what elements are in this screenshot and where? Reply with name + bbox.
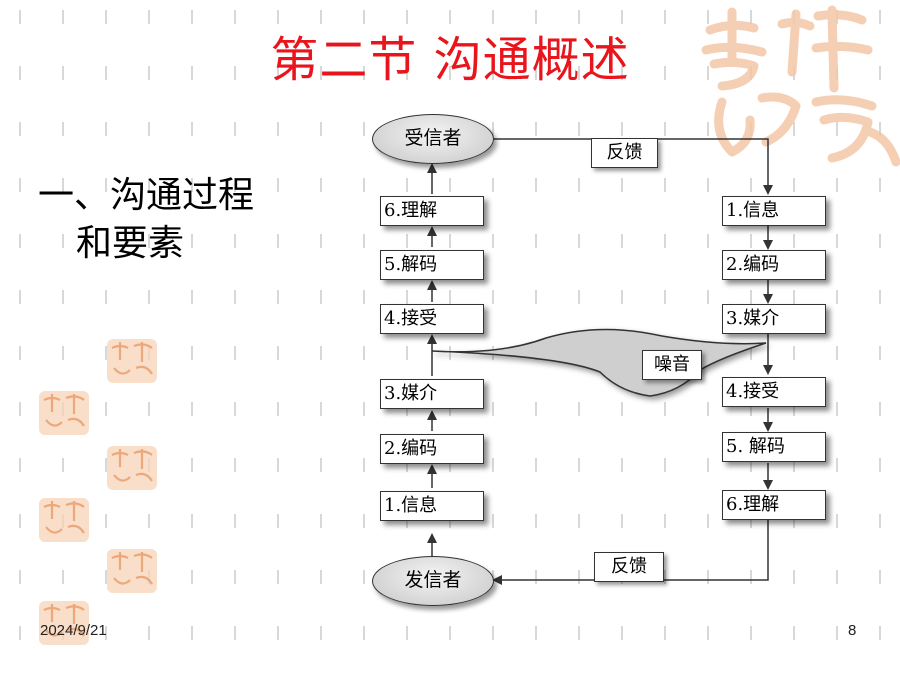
feedback-label-top: 反馈 xyxy=(591,138,658,168)
right-step-message: 1.信息 xyxy=(722,196,826,226)
left-step-receive: 4.接受 xyxy=(380,304,484,334)
auspicious-seal-small xyxy=(39,601,89,645)
right-step-medium: 3.媒介 xyxy=(722,304,826,334)
auspicious-seal-small xyxy=(39,498,89,542)
right-step-understand: 6.理解 xyxy=(722,490,826,520)
slide-date: 2024/9/21 xyxy=(40,622,107,639)
left-step-encode: 2.编码 xyxy=(380,434,484,464)
page-number: 8 xyxy=(848,622,857,639)
auspicious-seal-small xyxy=(107,446,157,490)
section-heading-line1: 一、沟通过程 xyxy=(38,175,255,216)
right-step-receive: 4.接受 xyxy=(722,377,826,407)
auspicious-seal-small xyxy=(39,391,89,435)
auspicious-seal-large xyxy=(701,5,900,167)
right-step-decode: 5. 解码 xyxy=(722,432,826,462)
section-heading-line2: 和要素 xyxy=(76,223,185,264)
sender-node: 发信者 xyxy=(372,556,494,606)
slide-title: 第二节 沟通概述 xyxy=(270,32,630,88)
left-step-medium: 3.媒介 xyxy=(380,379,484,409)
auspicious-seal-small xyxy=(107,549,157,593)
right-step-encode: 2.编码 xyxy=(722,250,826,280)
section-heading: 一、沟通过程 和要素 xyxy=(38,172,254,268)
left-step-decode: 5.解码 xyxy=(380,250,484,280)
receiver-node: 受信者 xyxy=(372,114,494,164)
feedback-label-bottom: 反馈 xyxy=(594,552,664,582)
left-step-understand: 6.理解 xyxy=(380,196,484,226)
noise-label: 噪音 xyxy=(642,350,702,380)
left-step-message: 1.信息 xyxy=(380,491,484,521)
auspicious-seal-small xyxy=(107,339,157,383)
